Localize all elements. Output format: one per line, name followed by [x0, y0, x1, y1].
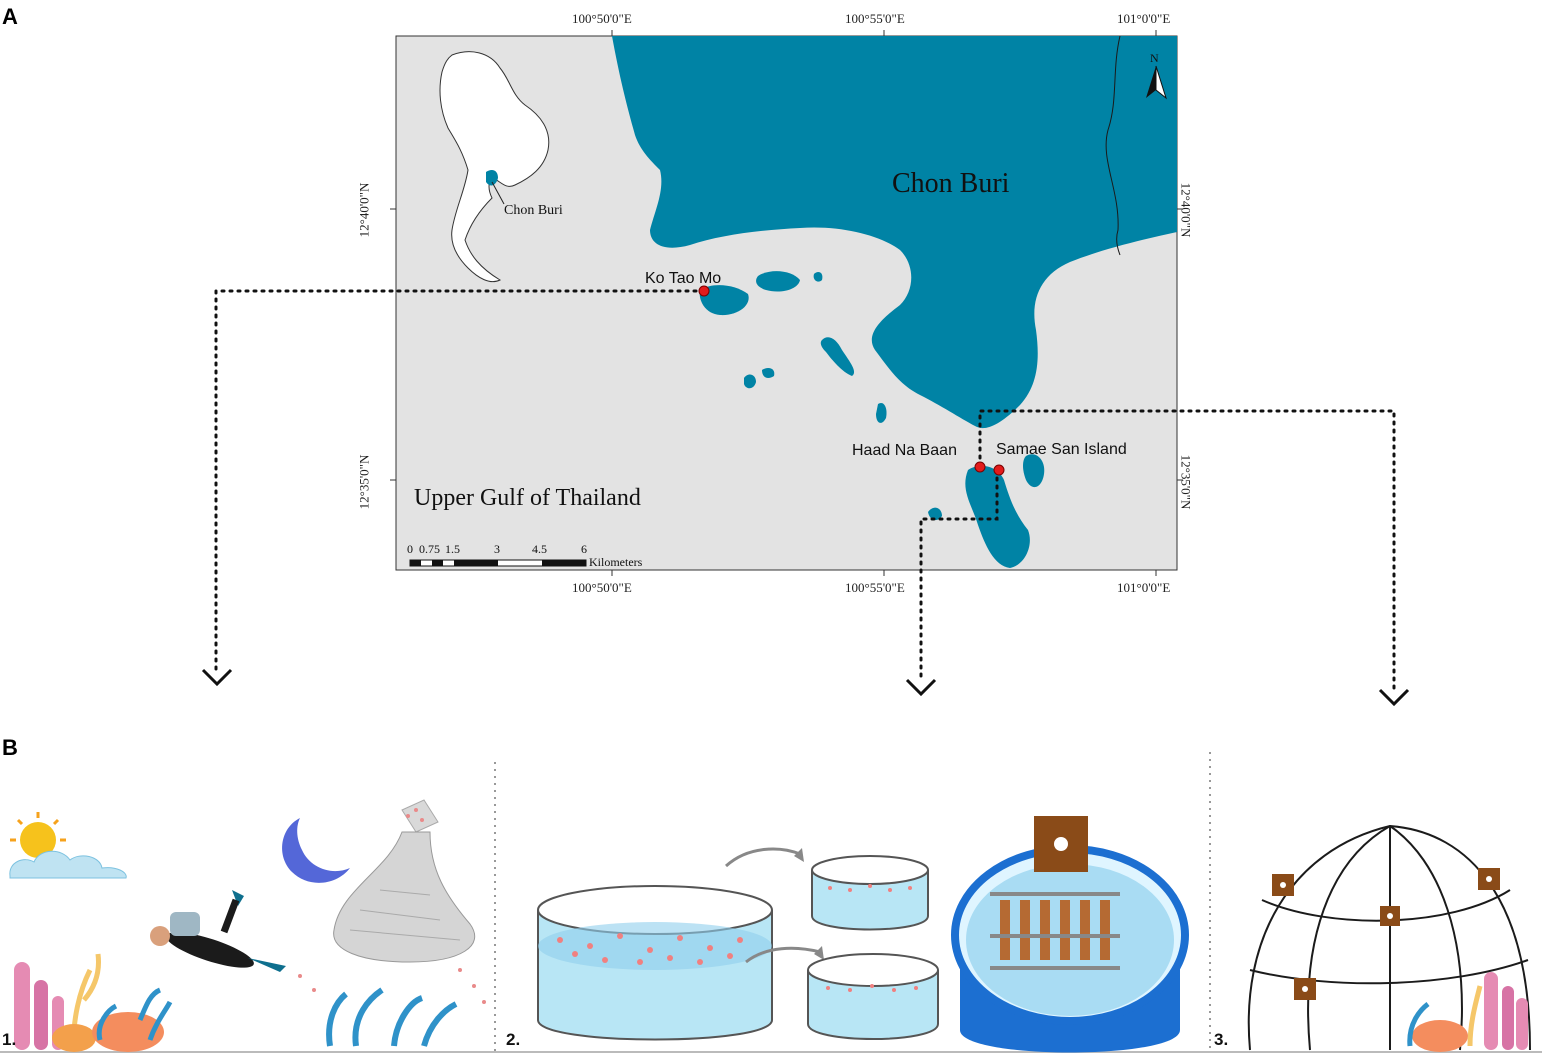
large-rearing-tank	[537, 885, 773, 1041]
moon-icon	[282, 818, 350, 883]
lon-label-bottom-2: 100°55'0"E	[845, 580, 905, 595]
samae-san-island	[1023, 454, 1045, 488]
scale-tick-1: 0.75	[419, 542, 440, 556]
workflow-illustrations	[0, 752, 1542, 1053]
site-marker-ko-tao-mo	[698, 285, 710, 297]
step-3-field-outplant	[1247, 824, 1531, 1052]
inset-leader-line	[491, 181, 505, 205]
cloud-icon	[9, 850, 127, 879]
small-tank-2	[807, 953, 939, 1040]
panel-a-label: A	[2, 4, 18, 29]
region-label: Chon Buri	[892, 168, 1010, 199]
scale-tick-0: 0	[407, 542, 413, 556]
tile-rack	[1000, 900, 1110, 960]
step-number-3: 3.	[1214, 1030, 1229, 1049]
scale-tick-5: 6	[581, 542, 587, 556]
site-label-samae-san: Samae San Island	[996, 441, 1127, 458]
step-1-spawn-collection	[9, 799, 486, 1052]
north-arrow-icon: N	[1146, 51, 1167, 100]
larvae-dots-large	[557, 933, 743, 965]
chon-buri-inset-highlight	[486, 170, 498, 186]
ko-tao-mo-island	[699, 285, 749, 316]
island-8	[928, 507, 942, 521]
sea-label: Upper Gulf of Thailand	[414, 485, 641, 511]
island-6	[762, 368, 775, 378]
site-label-ko-tao-mo: Ko Tao Mo	[645, 270, 722, 287]
north-arrow-label: N	[1150, 51, 1159, 65]
transfer-arrow-2	[745, 946, 821, 964]
step-number-1: 1.	[2, 1030, 17, 1049]
scale-bar: 0 0.75 1.5 3 4.5 6 Kilometers	[407, 542, 643, 569]
coral-cluster-center	[326, 987, 458, 1047]
coral-cluster-left	[14, 953, 173, 1052]
island-4	[820, 337, 855, 376]
site-label-haad-na-baan: Haad Na Baan	[852, 442, 957, 459]
site-marker-samae-san	[993, 464, 1005, 476]
thailand-inset-map	[439, 51, 550, 283]
scale-tick-4: 4.5	[532, 542, 547, 556]
site-marker-haad-na-baan	[974, 461, 986, 473]
lon-label-top-3: 101°0'0"E	[1117, 11, 1171, 26]
step-2-larval-rearing	[537, 816, 1189, 1053]
settlement-tank	[951, 816, 1189, 1053]
scale-tick-2: 1.5	[445, 542, 460, 556]
sun-icon	[20, 822, 56, 858]
small-tank-1	[811, 855, 929, 931]
dome-frame	[1247, 824, 1531, 1051]
lon-label-top-2: 100°55'0"E	[845, 11, 905, 26]
study-site-map: Chon Buri N Chon Buri Upper Gulf of Thai…	[201, 30, 1410, 707]
chon-buri-landmass	[612, 36, 1177, 429]
lon-label-top-1: 100°50'0"E	[572, 11, 632, 26]
inset-chon-buri-label: Chon Buri	[504, 203, 563, 218]
island-2	[756, 271, 800, 292]
panel-b-label: B	[2, 735, 18, 760]
province-border	[1105, 35, 1121, 256]
dome-tiles	[1272, 868, 1500, 1000]
island-5	[744, 374, 756, 389]
sun-rays	[10, 812, 66, 842]
lon-label-bottom-1: 100°50'0"E	[572, 580, 632, 595]
coral-cluster-right	[1407, 972, 1528, 1052]
lon-label-bottom-3: 101°0'0"E	[1117, 580, 1171, 595]
step-number-2: 2.	[506, 1030, 521, 1049]
scale-tick-3: 3	[494, 542, 500, 556]
island-3	[813, 272, 823, 282]
chevron-down-icon	[201, 668, 1410, 707]
site-leader-lines	[214, 289, 1396, 692]
diver-icon	[150, 890, 286, 972]
scale-unit-label: Kilometers	[589, 555, 643, 569]
transfer-arrow-1	[724, 847, 801, 868]
spawn-collection-net	[298, 799, 486, 1004]
map-ticks	[390, 30, 1183, 576]
island-7	[876, 402, 887, 423]
